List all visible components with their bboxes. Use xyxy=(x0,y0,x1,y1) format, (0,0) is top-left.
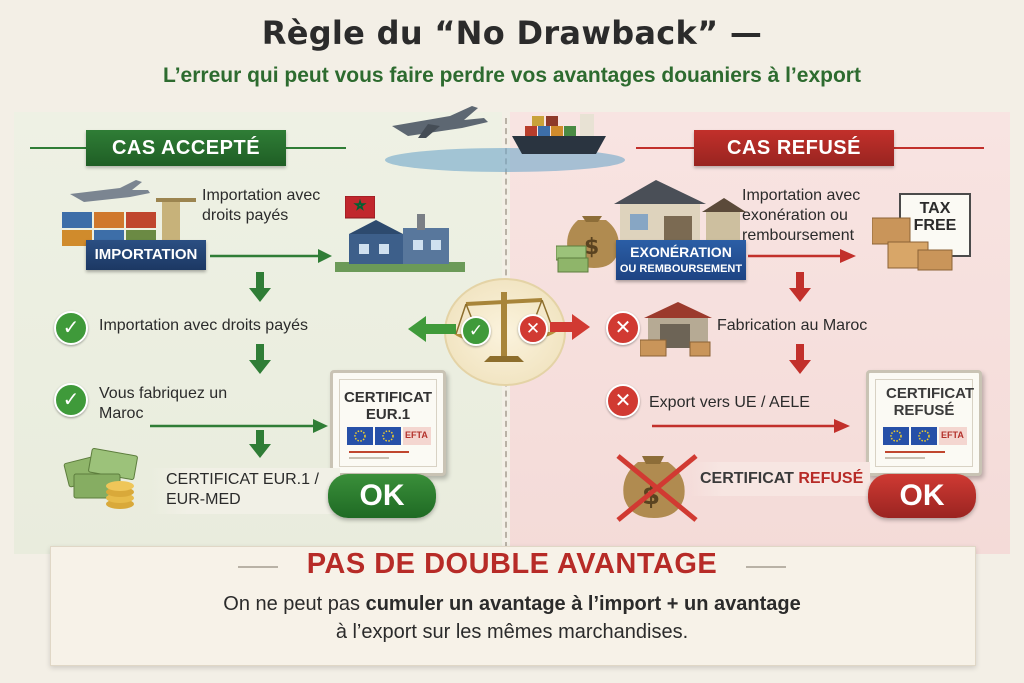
airplane-icon xyxy=(392,106,488,138)
tax-free-sign-icon xyxy=(872,193,971,271)
arrow-down-icon xyxy=(249,272,271,302)
certificate-eur1: CERTIFICAT EUR.1 EFTA xyxy=(330,370,446,476)
box-icon xyxy=(917,249,953,271)
certificate-refused-title: CERTIFICAT REFUSÉ xyxy=(886,385,975,419)
plane-ship-scene xyxy=(385,106,625,172)
exoneration-label: EXONÉRATION OU REMBOURSEMENT xyxy=(616,240,746,280)
container-icon xyxy=(62,212,92,228)
importation-label: IMPORTATION xyxy=(86,240,206,270)
page-title: Règle du “No Drawback” — xyxy=(261,14,763,52)
right-step-2: Export vers UE / AELE xyxy=(649,394,810,411)
check-icon: ✓ xyxy=(54,383,88,417)
eu-flag-icon xyxy=(347,427,431,445)
airplane-icon xyxy=(70,180,150,202)
arrow-right-icon xyxy=(550,314,590,340)
conclusion-rule-left xyxy=(238,566,278,568)
certificate-efta: EFTA xyxy=(405,430,428,440)
right-ok-badge: OK xyxy=(868,474,976,518)
conclusion-text-1b: cumuler un avantage à l’import + un avan… xyxy=(365,593,801,615)
eu-flag-icon xyxy=(883,427,967,445)
arrow-icon xyxy=(150,419,328,433)
arrow-down-icon xyxy=(249,344,271,374)
certificate-title: CERTIFICAT EUR.1 xyxy=(343,389,433,423)
left-step-1: Importation avec droits payés xyxy=(99,317,308,334)
tax-free-text: TAX FREE xyxy=(913,200,957,234)
arrow-icon xyxy=(652,419,850,433)
right-final-label: CERTIFICAT REFUSÉ xyxy=(700,470,863,488)
banner-rule-left-2 xyxy=(286,147,346,149)
right-final-label-2: REFUSÉ xyxy=(798,470,864,487)
check-icon: ✓ xyxy=(461,316,491,346)
right-import-note: Importation avec exonération ou rembours… xyxy=(742,187,861,244)
container-icon xyxy=(126,212,156,228)
box-icon xyxy=(872,217,911,245)
certificate-refused-efta: EFTA xyxy=(941,430,964,440)
arrow-icon xyxy=(748,249,856,263)
cross-icon: ✕ xyxy=(518,314,548,344)
check-icon: ✓ xyxy=(54,311,88,345)
arrow-left-icon xyxy=(408,316,456,342)
left-final-label: CERTIFICAT EUR.1 / EUR-MED xyxy=(166,471,319,508)
right-final-label-1: CERTIFICAT xyxy=(700,470,794,487)
container-icon xyxy=(94,212,124,228)
exoneration-label-line-2: OU REMBOURSEMENT xyxy=(619,263,743,275)
crossed-money-bag-icon: $ xyxy=(616,454,698,522)
conclusion-text-1a: On ne peut pas xyxy=(223,593,366,615)
banknotes-icon xyxy=(63,448,138,509)
banner-rule-left xyxy=(30,147,86,149)
banner-rule-right-2 xyxy=(894,147,984,149)
factory-icon xyxy=(335,214,465,272)
conclusion-text-2: à l’export sur les mêmes marchandises. xyxy=(335,621,689,643)
arrow-down-icon xyxy=(789,344,811,374)
svg-text:$: $ xyxy=(584,235,599,260)
banner-rule-right xyxy=(636,147,694,149)
morocco-flag-icon xyxy=(345,196,375,219)
left-import-note: Importation avec droits payés xyxy=(202,187,321,224)
container-icon xyxy=(62,230,92,246)
page-subtitle: L’erreur qui peut vous faire perdre vos … xyxy=(163,64,861,87)
accepted-banner: CAS ACCEPTÉ xyxy=(86,130,286,166)
left-ok-badge: OK xyxy=(328,474,436,518)
exoneration-label-line-1: EXONÉRATION xyxy=(630,244,732,260)
conclusion-heading: PAS DE DOUBLE AVANTAGE xyxy=(306,548,718,580)
cargo-ship-icon xyxy=(512,114,606,154)
warehouse-icon xyxy=(640,302,712,357)
conclusion-text: On ne peut pas cumuler un avantage à l’i… xyxy=(0,590,1024,646)
arrow-icon xyxy=(210,249,332,263)
arrow-down-icon xyxy=(249,430,271,458)
cross-icon: ✕ xyxy=(606,384,640,418)
right-step-1: Fabrication au Maroc xyxy=(717,317,868,334)
refused-banner: CAS REFUSÉ xyxy=(694,130,894,166)
arrow-down-icon xyxy=(789,272,811,302)
conclusion-rule-right xyxy=(746,566,786,568)
conclusion-box xyxy=(50,546,976,666)
left-step-2: Vous fabriquez un Maroc xyxy=(99,385,228,422)
cross-icon: ✕ xyxy=(606,311,640,345)
certificate-refused: CERTIFICAT REFUSÉ EFTA xyxy=(866,370,982,476)
